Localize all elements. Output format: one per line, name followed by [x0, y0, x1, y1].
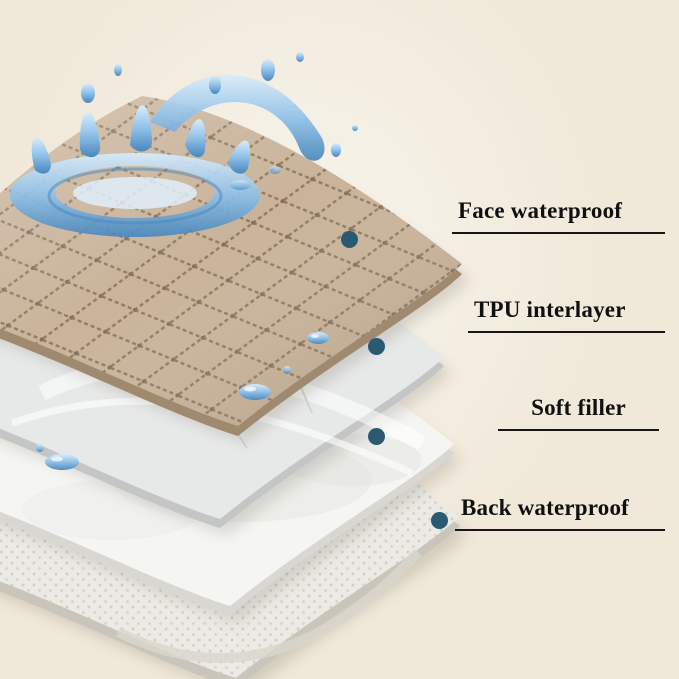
water-drops [36, 332, 329, 470]
marker-dot-face-waterproof [341, 231, 358, 248]
back-waterproof-layer [0, 348, 468, 679]
callout-label: Face waterproof [458, 198, 623, 223]
callout-tpu-interlayer: TPU interlayer [468, 296, 665, 333]
marker-dot-soft-filler [368, 428, 385, 445]
callout-back-waterproof: Back waterproof [455, 494, 665, 531]
callout-soft-filler: Soft filler [498, 394, 659, 431]
callout-face-waterproof: Face waterproof [452, 197, 665, 234]
water-splash [10, 52, 358, 237]
marker-dot-tpu-interlayer [368, 338, 385, 355]
callout-label: Soft filler [531, 395, 626, 420]
callout-label: TPU interlayer [474, 297, 626, 322]
marker-dot-back-waterproof [431, 512, 448, 529]
callout-label: Back waterproof [461, 495, 630, 520]
